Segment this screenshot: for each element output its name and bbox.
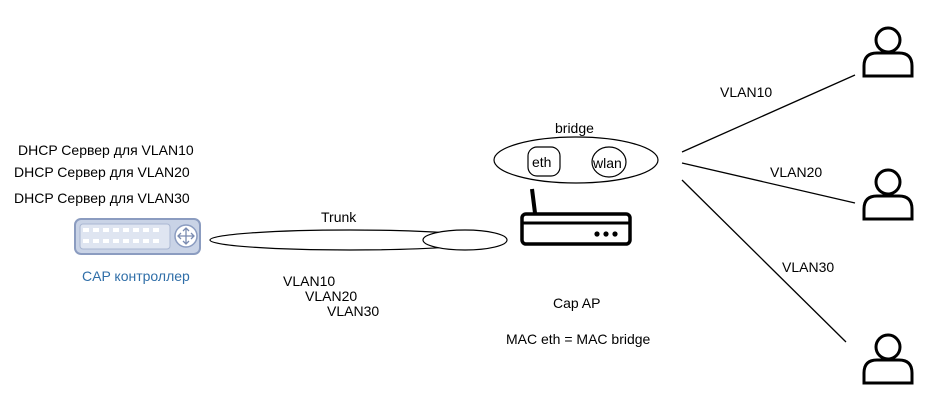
trunk-vlan-30: VLAN30 — [327, 303, 380, 319]
dhcp-label-vlan20: DHCP Сервер для VLAN20 — [14, 164, 190, 180]
client-vlan-20: VLAN20 — [770, 164, 823, 180]
controller-label: CAP контроллер — [82, 268, 190, 284]
trunk-label: Trunk — [321, 209, 357, 225]
dhcp-label-vlan10: DHCP Сервер для VLAN10 — [18, 142, 194, 158]
eth-label: eth — [532, 154, 552, 170]
dhcp-label-vlan30: DHCP Сервер для VLAN30 — [14, 190, 190, 206]
eth-port — [527, 146, 561, 177]
switch-icon — [74, 218, 201, 255]
wlan-label: wlan — [593, 155, 622, 171]
wlan-port — [591, 146, 627, 178]
user-icon — [862, 333, 914, 385]
bridge-group — [493, 136, 659, 184]
access-point-icon — [520, 188, 632, 246]
client-vlan-30: VLAN30 — [782, 259, 835, 275]
client-vlan-10: VLAN10 — [720, 84, 773, 100]
bridge-label: bridge — [555, 120, 594, 136]
trunk-vlan-20: VLAN20 — [305, 288, 358, 304]
mac-note: MAC eth = MAC bridge — [506, 331, 651, 347]
user-icon — [862, 168, 914, 221]
ap-label: Cap AP — [553, 295, 601, 311]
trunk-link — [209, 229, 508, 251]
user-icon — [862, 26, 914, 78]
trunk-vlan-10: VLAN10 — [283, 273, 336, 289]
client-links — [681, 74, 856, 343]
